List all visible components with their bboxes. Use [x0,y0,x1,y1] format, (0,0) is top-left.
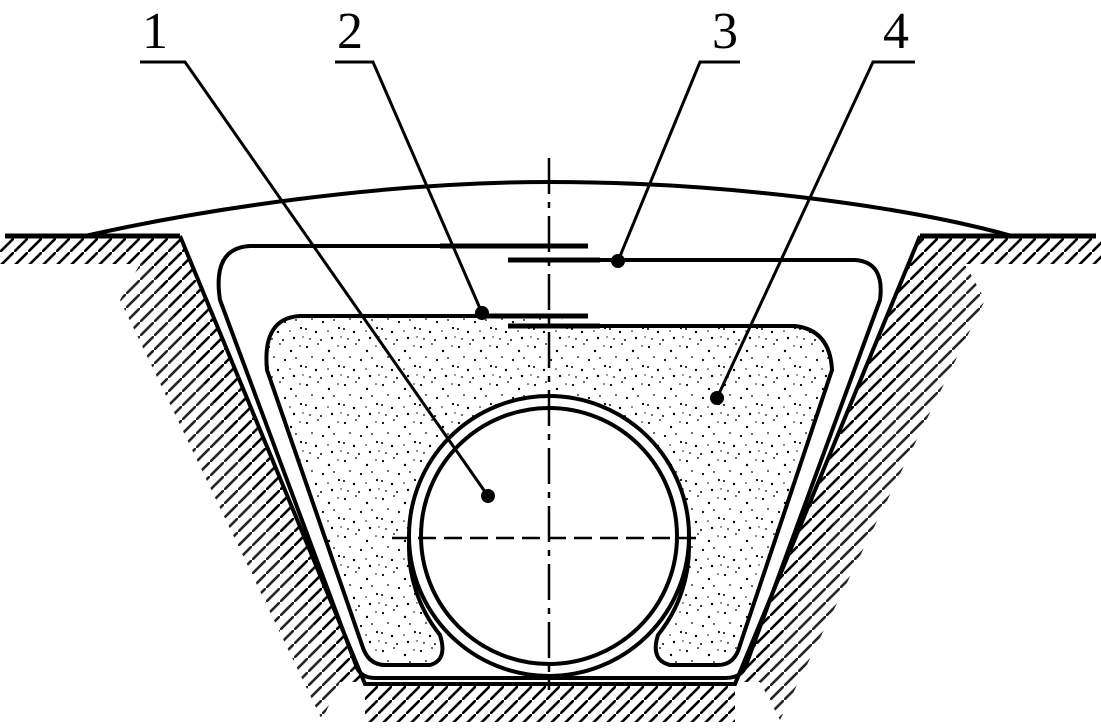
callout-1-label: 1 [142,3,168,60]
leader-dots [475,254,724,503]
leader-lines [140,60,915,497]
callout-4-label: 4 [883,3,909,60]
centerlines [392,158,700,690]
callout-3-label: 3 [712,3,738,60]
layer-overlap-strips [440,243,600,329]
outer-wrap-layer [216,244,883,680]
callout-2-label: 2 [337,3,363,60]
